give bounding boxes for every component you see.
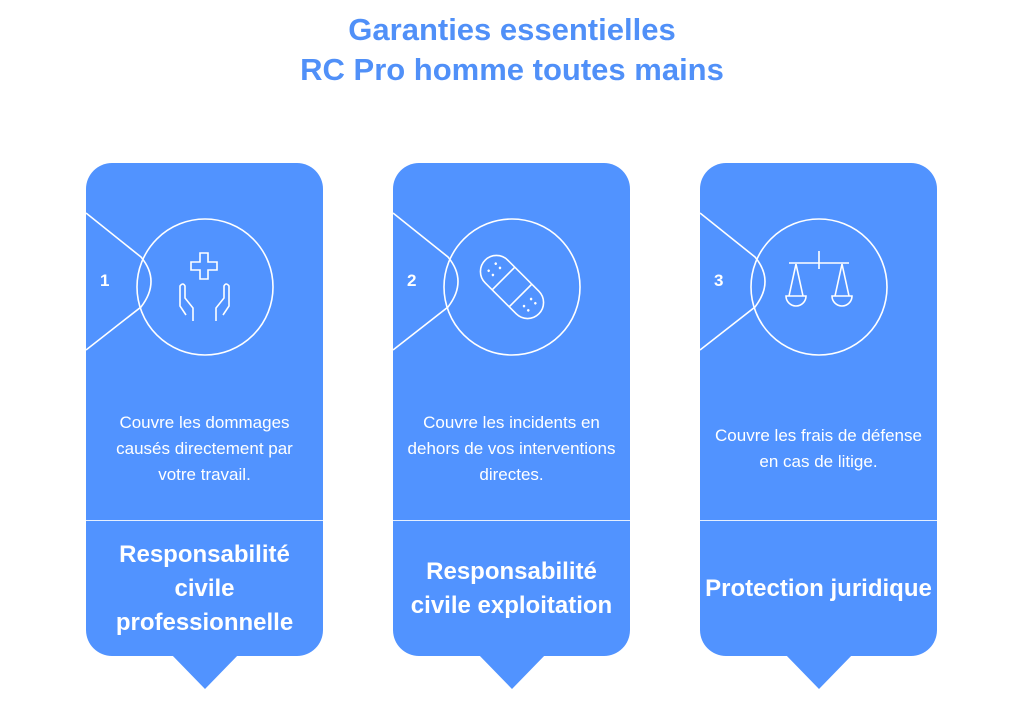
divider	[393, 520, 630, 521]
divider	[86, 520, 323, 521]
bandage-icon	[479, 254, 545, 320]
card-graphic	[86, 212, 274, 356]
card-description: Couvre les dommages causés directement p…	[116, 413, 293, 484]
divider	[700, 520, 937, 521]
card-graphic	[393, 212, 581, 356]
card-graphic	[700, 212, 888, 356]
card-3: 3 Couvre les frais de défense en cas de …	[700, 163, 937, 689]
page-title: Garanties essentielles RC Pro homme tout…	[300, 12, 724, 87]
step-number: 3	[714, 271, 724, 290]
step-number: 2	[407, 271, 417, 290]
card-name: Protection juridique	[705, 574, 932, 602]
card-name: Responsabilité civile professionnelle	[115, 540, 294, 636]
card-2: 2 Couvre les incidents en dehors de vos …	[393, 163, 630, 689]
pointer-arrow	[170, 653, 240, 689]
card-1: 1 Couvre les dommages causés directement…	[86, 163, 323, 689]
step-number: 1	[100, 271, 110, 290]
hands-medical-cross-icon	[179, 252, 230, 321]
pointer-arrow	[784, 653, 854, 689]
pointer-arrow	[477, 653, 547, 689]
scales-icon	[785, 251, 853, 307]
card-name: Responsabilité civile exploitation	[410, 557, 613, 619]
card-description: Couvre les incidents en dehors de vos in…	[407, 413, 616, 484]
card-description: Couvre les frais de défense en cas de li…	[715, 426, 922, 471]
